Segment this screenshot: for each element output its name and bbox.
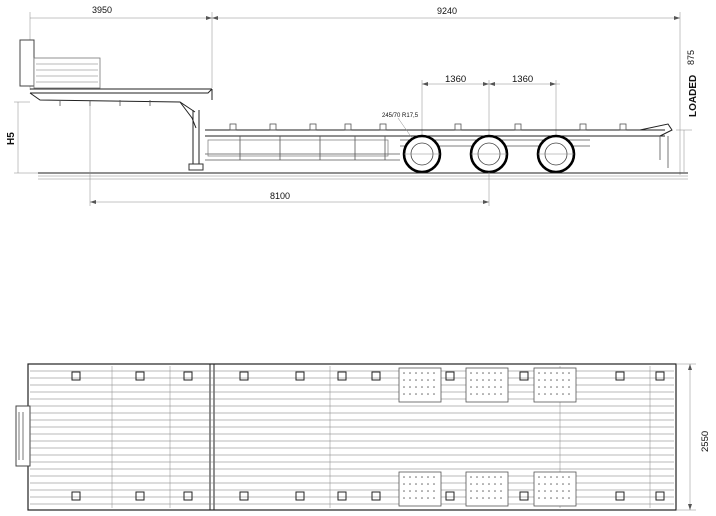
wheel-grate-bottom-1 xyxy=(398,471,442,507)
wheel-grate-top-3 xyxy=(533,367,577,403)
dim-axle-spacing-2: 1360 xyxy=(512,74,533,85)
dim-axle-spacing-1: 1360 xyxy=(445,74,466,85)
wheel-grate-bottom-3 xyxy=(533,471,577,507)
loaded-label: LOADED xyxy=(688,75,699,117)
wheel-3 xyxy=(536,134,576,174)
dim-loaded-height: 875 xyxy=(686,50,696,65)
dim-kingpin-to-axle: 8100 xyxy=(270,191,290,201)
wheel-grate-bottom-2 xyxy=(465,471,509,507)
wheel-1 xyxy=(402,134,442,174)
dim-width: 2550 xyxy=(700,431,711,452)
wheel-grate-top-1 xyxy=(398,367,442,403)
deck-outline xyxy=(27,363,677,511)
ground-line xyxy=(38,172,688,180)
wheel-grate-top-2 xyxy=(465,367,509,403)
dimension-lines-top xyxy=(29,12,681,175)
dim-height-label: H5 xyxy=(6,132,17,145)
top-view: 2550 xyxy=(15,363,711,511)
side-view: 3950 9240 1360 1360 xyxy=(6,5,699,206)
wheel-2 xyxy=(469,134,509,174)
tire-size-label: 245/70 R17,5 xyxy=(382,113,419,119)
dim-total-length: 9240 xyxy=(437,6,457,16)
lashing-points xyxy=(71,371,665,501)
gooseneck xyxy=(19,39,213,171)
dim-front-overhang: 3950 xyxy=(92,5,112,15)
deck-slats xyxy=(30,366,674,508)
